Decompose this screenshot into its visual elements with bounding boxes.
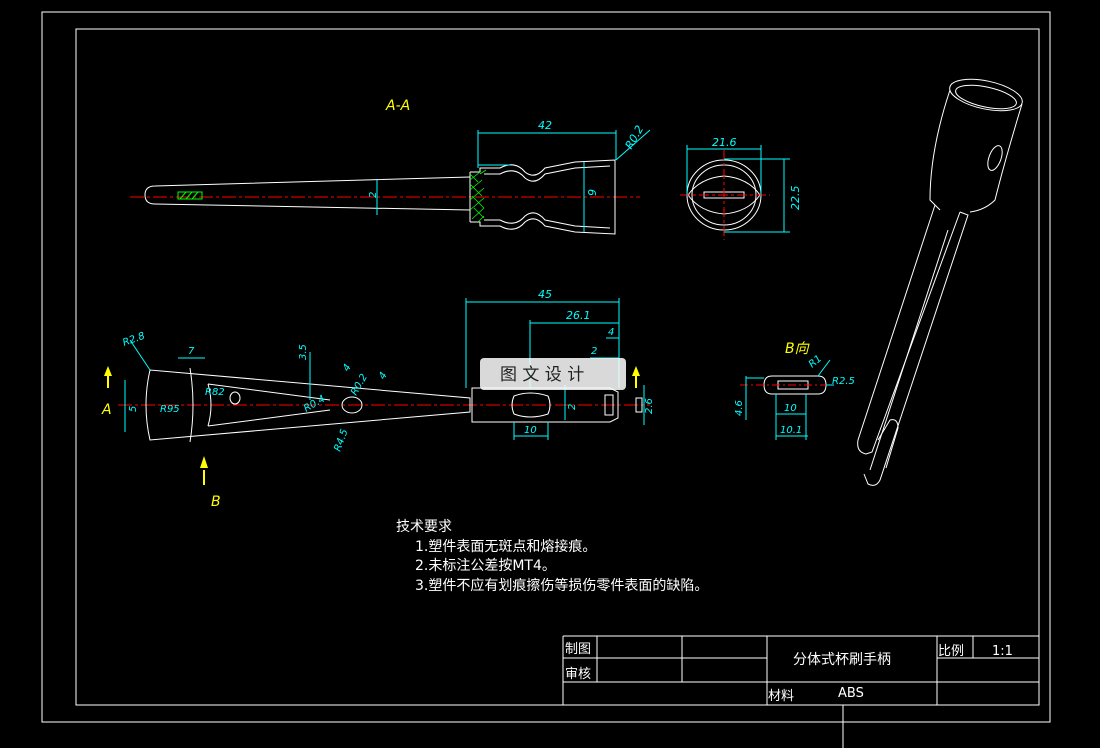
- material-label: 材料: [768, 689, 794, 704]
- scale-label: 比例: [938, 644, 964, 659]
- section-dimensions: [376, 129, 651, 232]
- dim-main-4a: 4: [341, 362, 354, 373]
- dim-main-4: 4: [608, 327, 614, 338]
- section-cup-outline: [469, 159, 616, 235]
- notes-item-3: 3.塑件不应有划痕擦伤等损伤零件表面的缺陷。: [415, 577, 708, 594]
- view-b-dimensions: [745, 359, 834, 440]
- dim-main-2a: 2: [567, 404, 578, 410]
- main-view: A B 45 26.1 4 2 10 2.6 R2.8 7 3.5 R82: [101, 288, 655, 510]
- dim-main-r4-5: R4.5: [332, 428, 350, 453]
- dim-main-45: 45: [538, 288, 552, 301]
- dim-section-2: 2: [368, 192, 379, 198]
- section-slot: [177, 191, 203, 200]
- dim-main-5: 5: [128, 406, 139, 412]
- dim-main-10: 10: [524, 425, 537, 436]
- dim-main-2-6: 2.6: [644, 398, 655, 414]
- dim-b-4-6: 4.6: [734, 400, 745, 416]
- material-value: ABS: [838, 686, 864, 701]
- dim-b-r2-5: R2.5: [832, 376, 855, 387]
- main-dimensions: [124, 298, 645, 440]
- isometric-view: [857, 78, 1023, 486]
- view-b-title: B向: [785, 341, 811, 357]
- dim-end-22-5: 22.5: [789, 186, 802, 211]
- dim-section-r02: R0.2: [623, 123, 647, 151]
- main-handle-outline: [145, 369, 471, 441]
- end-view-dimensions: [686, 145, 790, 233]
- arrow-b-label: B: [211, 494, 221, 510]
- part-name: 分体式杯刷手柄: [793, 652, 891, 668]
- checked-label: 审核: [565, 667, 591, 682]
- dim-main-r0-2: R0.2: [349, 372, 370, 397]
- scale-value: 1:1: [992, 644, 1013, 659]
- notes-heading: 技术要求: [396, 519, 452, 535]
- dim-main-r82: R82: [205, 387, 225, 398]
- view-b-outline: [763, 375, 827, 395]
- section-view-a-a: A-A 42 R0.2: [130, 98, 651, 235]
- dim-main-2: 2: [591, 346, 597, 357]
- dim-main-3-5: 3.5: [298, 344, 309, 360]
- view-b: B向 R1 R2.5 4.6 10 10.1: [734, 341, 855, 440]
- dim-section-9: 9: [586, 189, 599, 196]
- notes-item-1: 1.塑件表面无斑点和熔接痕。: [415, 538, 596, 555]
- dim-main-26-1: 26.1: [566, 309, 591, 322]
- title-block: [562, 635, 1039, 705]
- dim-b-r1: R1: [807, 353, 824, 370]
- section-handle-outline: [144, 176, 471, 211]
- dim-b-10-1: 10.1: [780, 425, 802, 436]
- section-title: A-A: [385, 98, 410, 114]
- technical-notes: 技术要求 1.塑件表面无斑点和熔接痕。 2.未标注公差按MT4。 3.塑件不应有…: [396, 519, 708, 594]
- arrow-a-label: A: [101, 402, 112, 418]
- dim-main-7: 7: [188, 346, 195, 357]
- dim-main-r95: R95: [160, 404, 180, 415]
- notes-item-2: 2.未标注公差按MT4。: [415, 558, 556, 574]
- dim-section-42: 42: [538, 119, 552, 132]
- dim-main-4b: 4: [377, 370, 390, 381]
- section-hatch: [469, 169, 487, 223]
- drawn-label: 制图: [565, 642, 591, 657]
- dim-end-21-6: 21.6: [712, 136, 737, 149]
- watermark-text: 图 文 设 计: [500, 365, 584, 385]
- sheet-border: [41, 11, 1051, 748]
- dim-b-10: 10: [784, 403, 797, 414]
- watermark: 图 文 设 计: [480, 358, 626, 390]
- end-view: 21.6 22.5: [680, 136, 802, 240]
